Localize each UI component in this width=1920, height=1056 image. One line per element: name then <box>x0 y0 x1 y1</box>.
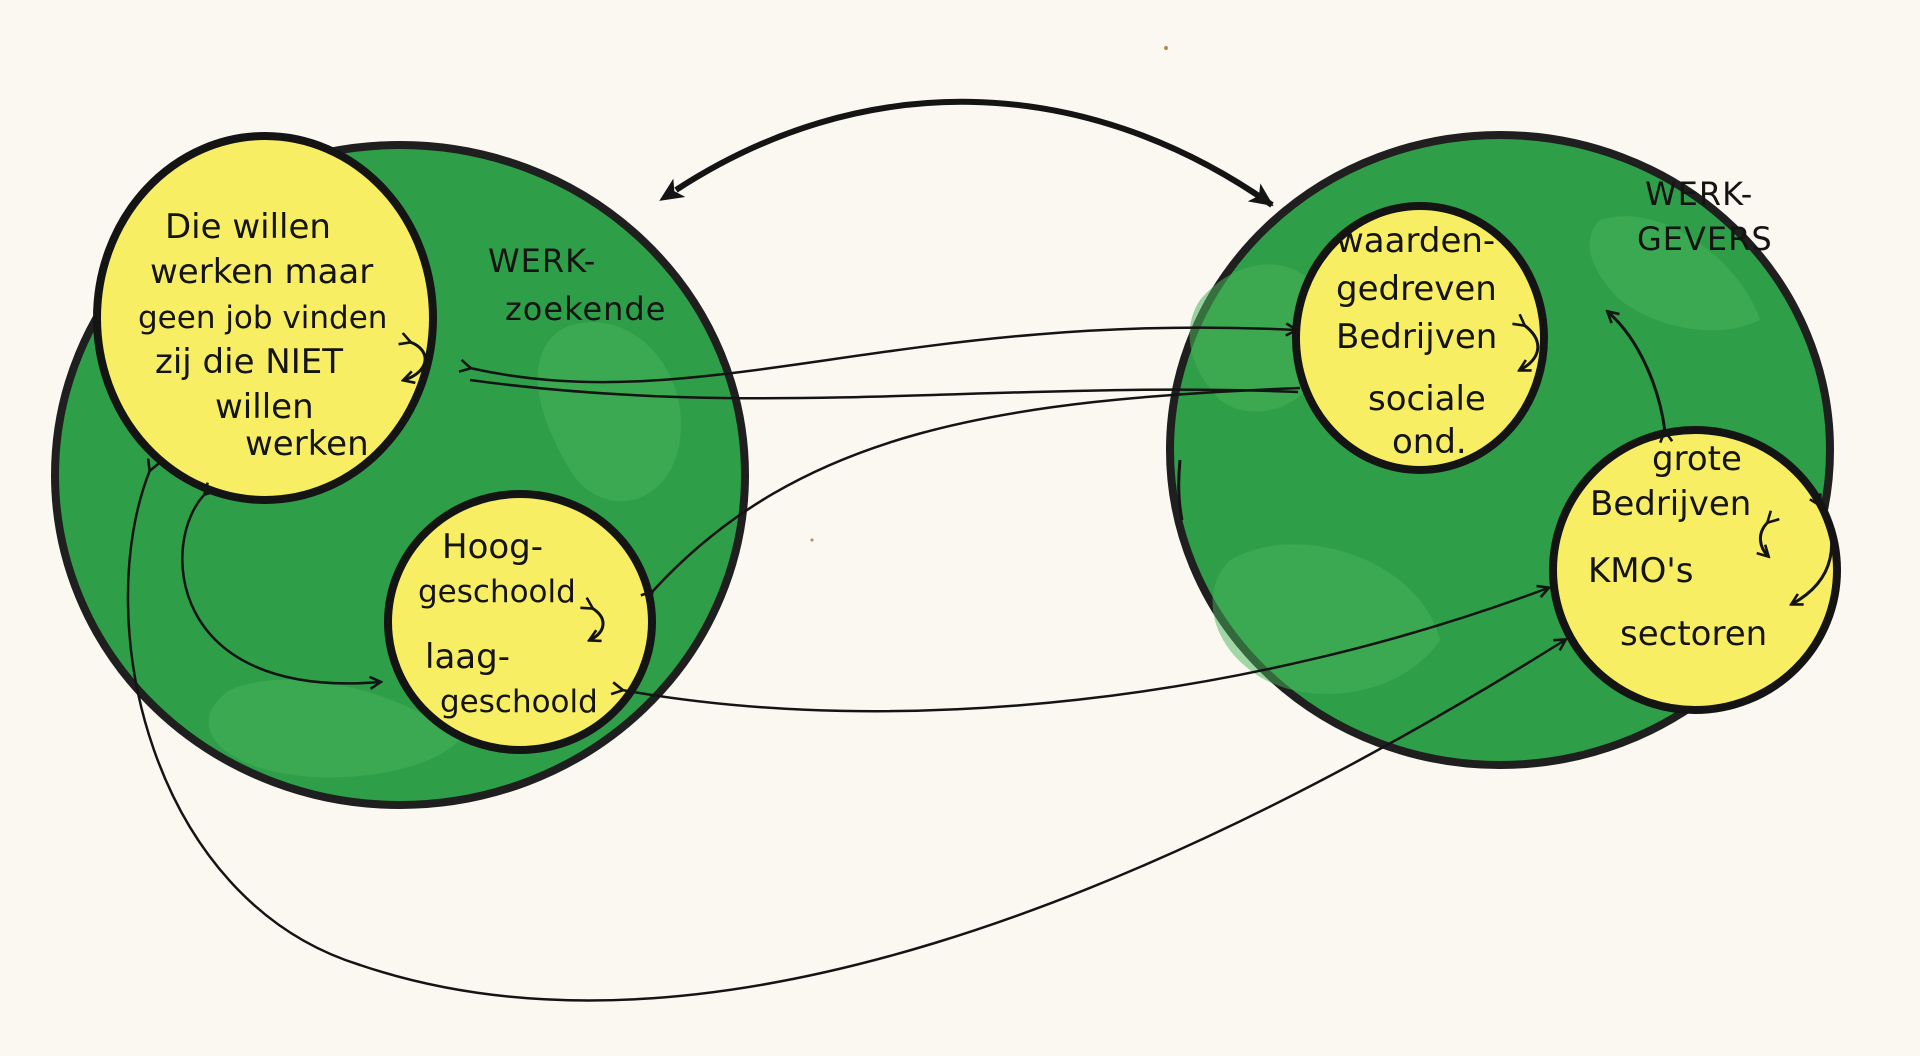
group-jobseekers-label-line2: zoekende <box>505 290 666 328</box>
group-employers-label-line1: WERK- <box>1645 175 1753 213</box>
two-way-arrow-icon <box>1760 522 1768 556</box>
connector-willing-value-driven <box>470 328 1296 384</box>
node-value-driven: waarden- gedreven Bedrijven sociale ond. <box>1292 202 1548 474</box>
connector-stub <box>1177 459 1184 521</box>
connector-groups-bold <box>659 98 1274 208</box>
node-willing-line1: Die willen <box>165 207 331 247</box>
node-companies-line2: Bedrijven <box>1590 484 1751 524</box>
two-way-arrow-icon <box>1792 505 1833 604</box>
node-willing-line4: zij die NIET <box>155 342 343 382</box>
node-companies-line3: KMO's <box>1588 551 1693 591</box>
node-willing: Die willen werken maar geen job vinden z… <box>93 132 437 504</box>
node-value-driven-line5: ond. <box>1392 422 1467 462</box>
node-education-line4: geschoold <box>440 684 598 720</box>
marker-texture <box>1589 216 1760 331</box>
node-willing-line2: werken maar <box>150 252 373 292</box>
node-value-driven-line1: waarden- <box>1336 221 1495 261</box>
node-companies: grote Bedrijven KMO's sectoren <box>1549 426 1841 714</box>
node-value-driven-line3: Bedrijven <box>1336 317 1497 357</box>
node-education-line1: Hoog- <box>442 527 543 567</box>
node-education-line2: geschoold <box>418 574 576 610</box>
node-willing-line5: willen <box>215 387 314 427</box>
connector-willing-companies <box>126 470 1565 1002</box>
connector-value-driven-companies <box>1608 312 1665 432</box>
node-willing-line3: geen job vinden <box>138 300 387 336</box>
two-way-arrow-icon <box>1520 325 1540 370</box>
node-education: Hoog- geschoold laag- geschoold <box>384 490 656 754</box>
node-education-line3: laag- <box>425 637 510 677</box>
two-way-arrow-icon <box>404 342 427 380</box>
node-companies-line1: grote <box>1652 439 1742 479</box>
node-willing-line6: werken <box>245 424 369 464</box>
node-value-driven-line4: sociale <box>1368 379 1486 419</box>
paper-speck <box>1164 46 1168 50</box>
group-employers-label-line2: GEVERS <box>1637 220 1773 258</box>
node-value-driven-line2: gedreven <box>1336 269 1497 309</box>
node-companies-line4: sectoren <box>1620 614 1767 654</box>
marker-texture <box>208 679 460 778</box>
connector-value-driven-return <box>469 378 1299 400</box>
group-jobseekers-label-line1: WERK- <box>488 242 596 280</box>
paper-speck <box>810 538 814 542</box>
connectors <box>126 98 1665 1002</box>
